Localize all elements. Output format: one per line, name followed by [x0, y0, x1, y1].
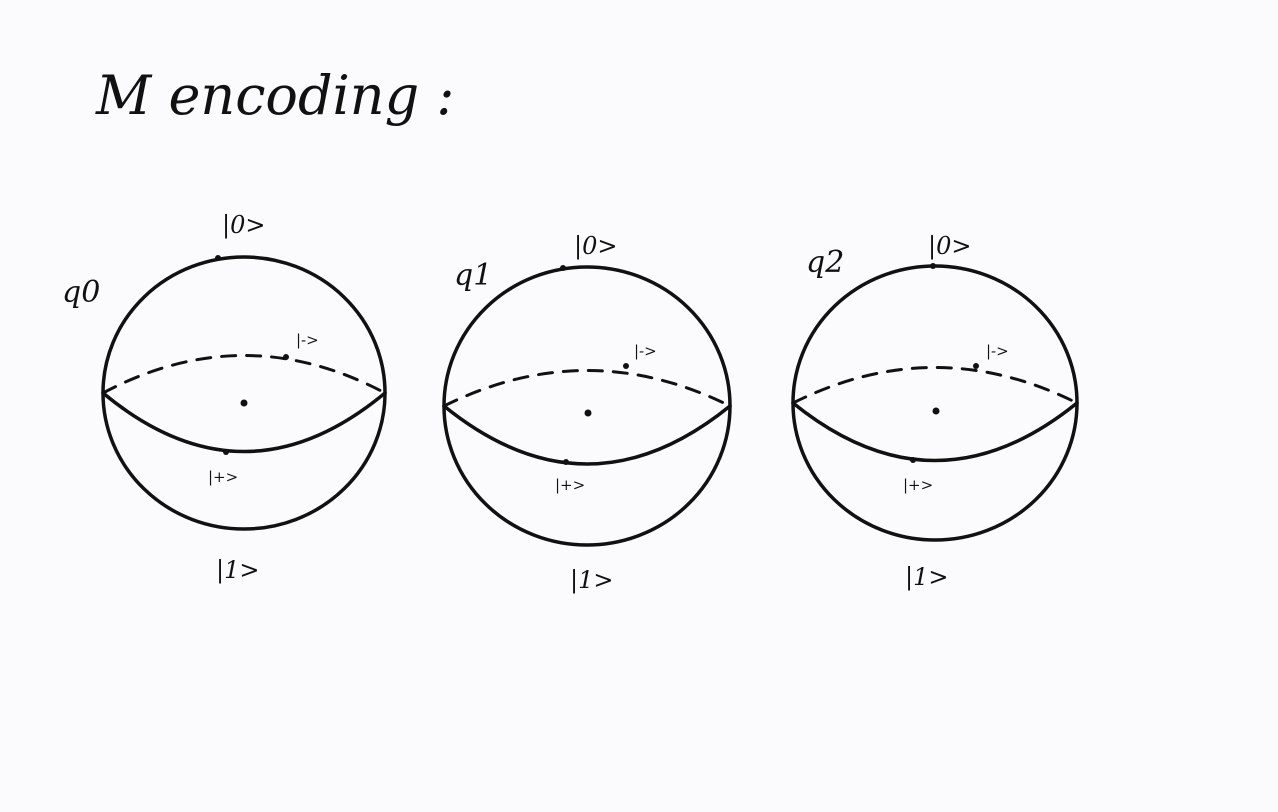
- north-pole-point: [215, 255, 221, 261]
- minus-state-point: [283, 354, 289, 360]
- qubit-label: q0: [62, 275, 100, 310]
- qubit-label: q2: [806, 245, 844, 280]
- plus-state-point: [223, 449, 229, 455]
- title: M encoding :: [95, 64, 455, 127]
- qubit-label: q1: [454, 258, 492, 293]
- minus-state-point: [623, 363, 629, 369]
- equator-front: [791, 401, 1079, 463]
- ket-minus-label: |->: [296, 331, 319, 349]
- sphere-outline: [101, 255, 387, 531]
- ket-plus-label: |+>: [208, 468, 238, 486]
- plus-state-point: [910, 457, 916, 463]
- ket-one-label: |1>: [905, 563, 948, 592]
- equator-front: [442, 404, 732, 466]
- plus-state-point: [563, 459, 569, 465]
- ket-plus-label: |+>: [903, 476, 933, 494]
- bloch-sphere-q2: q2 |0> |1> |-> |+>: [791, 232, 1079, 592]
- north-pole-point: [560, 265, 566, 271]
- ket-zero-label: |0>: [928, 232, 971, 261]
- north-pole-point: [930, 263, 936, 269]
- sphere-outline: [442, 265, 732, 547]
- ket-zero-label: |0>: [574, 232, 617, 261]
- ket-plus-label: |+>: [555, 476, 585, 494]
- ket-zero-label: |0>: [222, 211, 265, 240]
- equator-back: [101, 354, 387, 395]
- ket-one-label: |1>: [216, 556, 259, 585]
- bloch-sphere-q0: q0 |0> |1> |-> |+>: [62, 211, 387, 585]
- ket-one-label: |1>: [570, 566, 613, 595]
- equator-front: [101, 391, 387, 454]
- center-point: [932, 407, 940, 415]
- center-point: [584, 409, 592, 417]
- ket-minus-label: |->: [986, 342, 1009, 360]
- minus-state-point: [973, 363, 979, 369]
- sphere-outline: [791, 264, 1079, 542]
- equator-back: [791, 366, 1079, 405]
- center-point: [240, 399, 248, 407]
- equator-back: [442, 369, 732, 408]
- bloch-sphere-q1: q1 |0> |1> |-> |+>: [442, 232, 732, 595]
- ket-minus-label: |->: [634, 342, 657, 360]
